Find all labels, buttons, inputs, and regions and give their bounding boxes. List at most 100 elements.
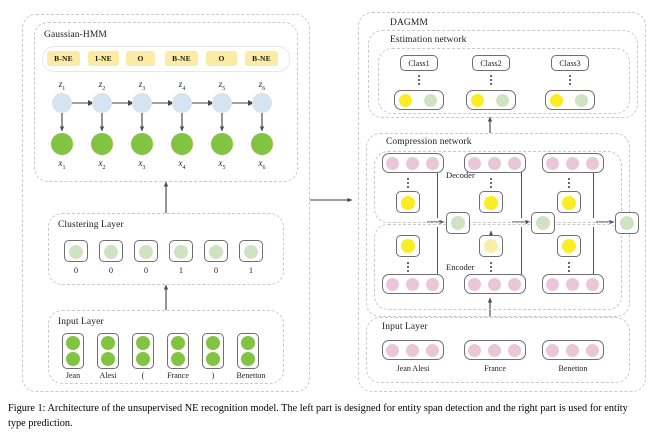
observed-label: x5 xyxy=(218,158,226,171)
tag-chip: O xyxy=(206,51,237,66)
gaussian-hmm-panel xyxy=(34,22,298,182)
tag-chip: B-NE xyxy=(165,51,198,66)
pink-node xyxy=(468,278,481,291)
tag-chip: B-NE xyxy=(245,51,278,66)
pink-node xyxy=(406,157,419,170)
hidden-state-node xyxy=(92,93,112,113)
hidden-state-node xyxy=(172,93,192,113)
vertical-dots xyxy=(564,73,576,87)
pink-node xyxy=(386,344,399,357)
vertical-dots xyxy=(402,260,414,274)
latent-node-active xyxy=(562,196,576,210)
hidden-state-label: z6 xyxy=(258,79,266,92)
observed-node xyxy=(131,133,153,155)
hidden-state-sub: 6 xyxy=(262,85,266,92)
tag-chip: B-NE xyxy=(47,51,80,66)
input-token-label: ( xyxy=(141,371,145,380)
right-input-token-label: Benetton xyxy=(558,364,588,373)
observed-node xyxy=(171,133,193,155)
pink-node xyxy=(586,344,599,357)
cluster-value: 0 xyxy=(109,266,113,275)
latent-node-active xyxy=(399,94,412,107)
input-token-label: Alesi xyxy=(99,371,117,380)
hidden-state-label: z2 xyxy=(98,79,106,92)
pink-node xyxy=(488,344,501,357)
column-separator xyxy=(593,227,594,285)
right-input-layer-title: Input Layer xyxy=(382,322,428,332)
cluster-node xyxy=(104,245,118,259)
pink-node xyxy=(426,157,439,170)
pink-node xyxy=(406,278,419,291)
decoder-panel xyxy=(374,151,622,223)
pink-node xyxy=(586,278,599,291)
hidden-state-sub: 3 xyxy=(142,85,146,92)
column-separator xyxy=(593,160,594,218)
estimation-network-panel xyxy=(368,30,638,118)
class-label: Class2 xyxy=(480,58,502,68)
pink-node xyxy=(566,344,579,357)
hidden-state-node xyxy=(52,93,72,113)
bottleneck-node xyxy=(620,216,634,230)
gaussian-hmm-title: Gaussian-HMM xyxy=(44,30,107,40)
hidden-state-label: z4 xyxy=(178,79,186,92)
pink-node xyxy=(546,157,559,170)
vertical-dots xyxy=(413,73,425,87)
vertical-dots xyxy=(485,176,497,190)
input-token-node xyxy=(136,352,150,366)
encoder-label: Encoder xyxy=(446,262,475,272)
column-separator xyxy=(437,160,438,218)
pink-node xyxy=(488,157,501,170)
cluster-value: 1 xyxy=(179,266,183,275)
pink-node xyxy=(468,344,481,357)
clustering-layer-panel xyxy=(48,213,284,285)
vertical-dots xyxy=(485,73,497,87)
cluster-node xyxy=(69,245,83,259)
dagmm-panel xyxy=(358,12,646,392)
input-token-label: Jean xyxy=(65,371,81,380)
latent-node-active xyxy=(550,94,563,107)
latent-node-active xyxy=(401,239,415,253)
observed-node xyxy=(251,133,273,155)
cluster-value: 0 xyxy=(214,266,218,275)
observed-sub: 2 xyxy=(102,164,106,171)
bottleneck-node xyxy=(451,216,465,230)
input-token-node xyxy=(171,336,185,350)
class-box xyxy=(400,55,438,71)
pink-node xyxy=(566,278,579,291)
vertical-dots xyxy=(563,260,575,274)
cluster-value: 0 xyxy=(74,266,78,275)
observed-sub: 3 xyxy=(142,164,146,171)
cluster-value: 0 xyxy=(144,266,148,275)
class-box xyxy=(551,55,589,71)
latent-node-active xyxy=(471,94,484,107)
hidden-state-sub: 5 xyxy=(222,85,226,92)
observed-node xyxy=(211,133,233,155)
pink-node xyxy=(586,157,599,170)
estimation-inner-panel xyxy=(378,48,630,114)
pink-node xyxy=(566,157,579,170)
clustering-layer-title: Clustering Layer xyxy=(58,220,124,230)
estimation-network-title: Estimation network xyxy=(390,35,467,45)
tag-chip: I-NE xyxy=(88,51,119,66)
column-separator xyxy=(521,227,522,285)
cluster-node xyxy=(139,245,153,259)
observed-sub: 5 xyxy=(222,164,226,171)
class-label: Class3 xyxy=(559,58,581,68)
observed-label: x4 xyxy=(178,158,186,171)
input-token-node xyxy=(136,336,150,350)
input-token-node xyxy=(171,352,185,366)
latent-node-partial xyxy=(484,239,498,253)
hidden-state-sub: 2 xyxy=(102,85,106,92)
input-token-node xyxy=(101,336,115,350)
input-token-node xyxy=(206,352,220,366)
left-input-layer-panel xyxy=(48,310,284,384)
hidden-state-node xyxy=(132,93,152,113)
input-token-label: ) xyxy=(211,371,215,380)
observed-sub: 4 xyxy=(182,164,186,171)
left-panel-container xyxy=(22,14,310,392)
class-box xyxy=(472,55,510,71)
pink-node xyxy=(386,278,399,291)
pink-node xyxy=(508,278,521,291)
pink-node xyxy=(426,278,439,291)
